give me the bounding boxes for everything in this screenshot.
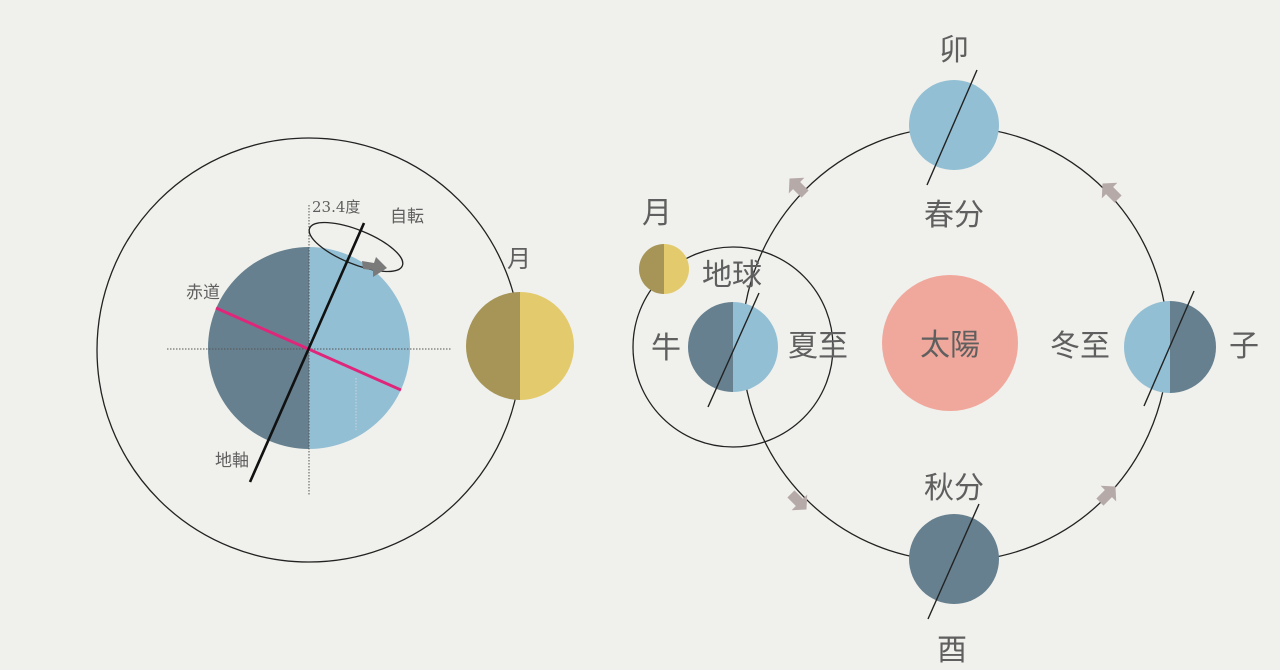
moon-globe <box>466 292 574 400</box>
season-label-left: 夏至 <box>788 329 848 364</box>
orbit-arrow-bottom-left-icon <box>787 490 808 511</box>
rotation-ellipse <box>308 221 404 273</box>
earth-axis-spring <box>926 69 978 186</box>
earth-orbit-diagram: 太陽 卯 春分 秋分 酉 冬至 子 夏至 牛 地球 月 <box>632 33 1259 668</box>
equator-label: 赤道 <box>186 283 220 303</box>
orbit-arrow-bottom-right-icon <box>1096 485 1117 506</box>
earth-winter-solstice <box>1124 301 1216 393</box>
direction-label-bottom: 酉 <box>937 633 967 668</box>
orbit-arrow-top-right-icon <box>1101 182 1122 203</box>
earth-label: 地球 <box>702 258 762 293</box>
earth-tilt-diagram: 23.4度 自転 赤道 地軸 月 <box>96 137 574 563</box>
sun-label: 太陽 <box>920 328 980 363</box>
earth-axis-winter <box>1143 290 1195 407</box>
direction-label-right: 子 <box>1229 329 1259 364</box>
tilt-angle-label: 23.4度 <box>312 198 360 216</box>
sun <box>882 275 1018 411</box>
earth-spring-equinox <box>909 80 999 170</box>
moon-small-label: 月 <box>642 196 672 231</box>
season-label-right: 冬至 <box>1050 329 1110 364</box>
earth-axis-autumn <box>927 503 980 620</box>
rotation-label: 自転 <box>390 207 424 227</box>
earth-axis-line <box>248 222 366 483</box>
earth-axis-summer <box>707 292 760 408</box>
season-label-bottom: 秋分 <box>924 471 984 506</box>
orbit-arrow-top-left-icon <box>788 177 809 198</box>
moon-orbit-ring-small <box>632 246 834 448</box>
direction-label-left: 牛 <box>651 331 681 366</box>
rotation-arrow-icon <box>362 257 387 277</box>
direction-label-top: 卯 <box>939 33 969 68</box>
moon-label: 月 <box>507 245 531 273</box>
moon-small <box>639 244 689 294</box>
season-label-top: 春分 <box>924 198 984 233</box>
axis-label: 地軸 <box>215 451 249 471</box>
